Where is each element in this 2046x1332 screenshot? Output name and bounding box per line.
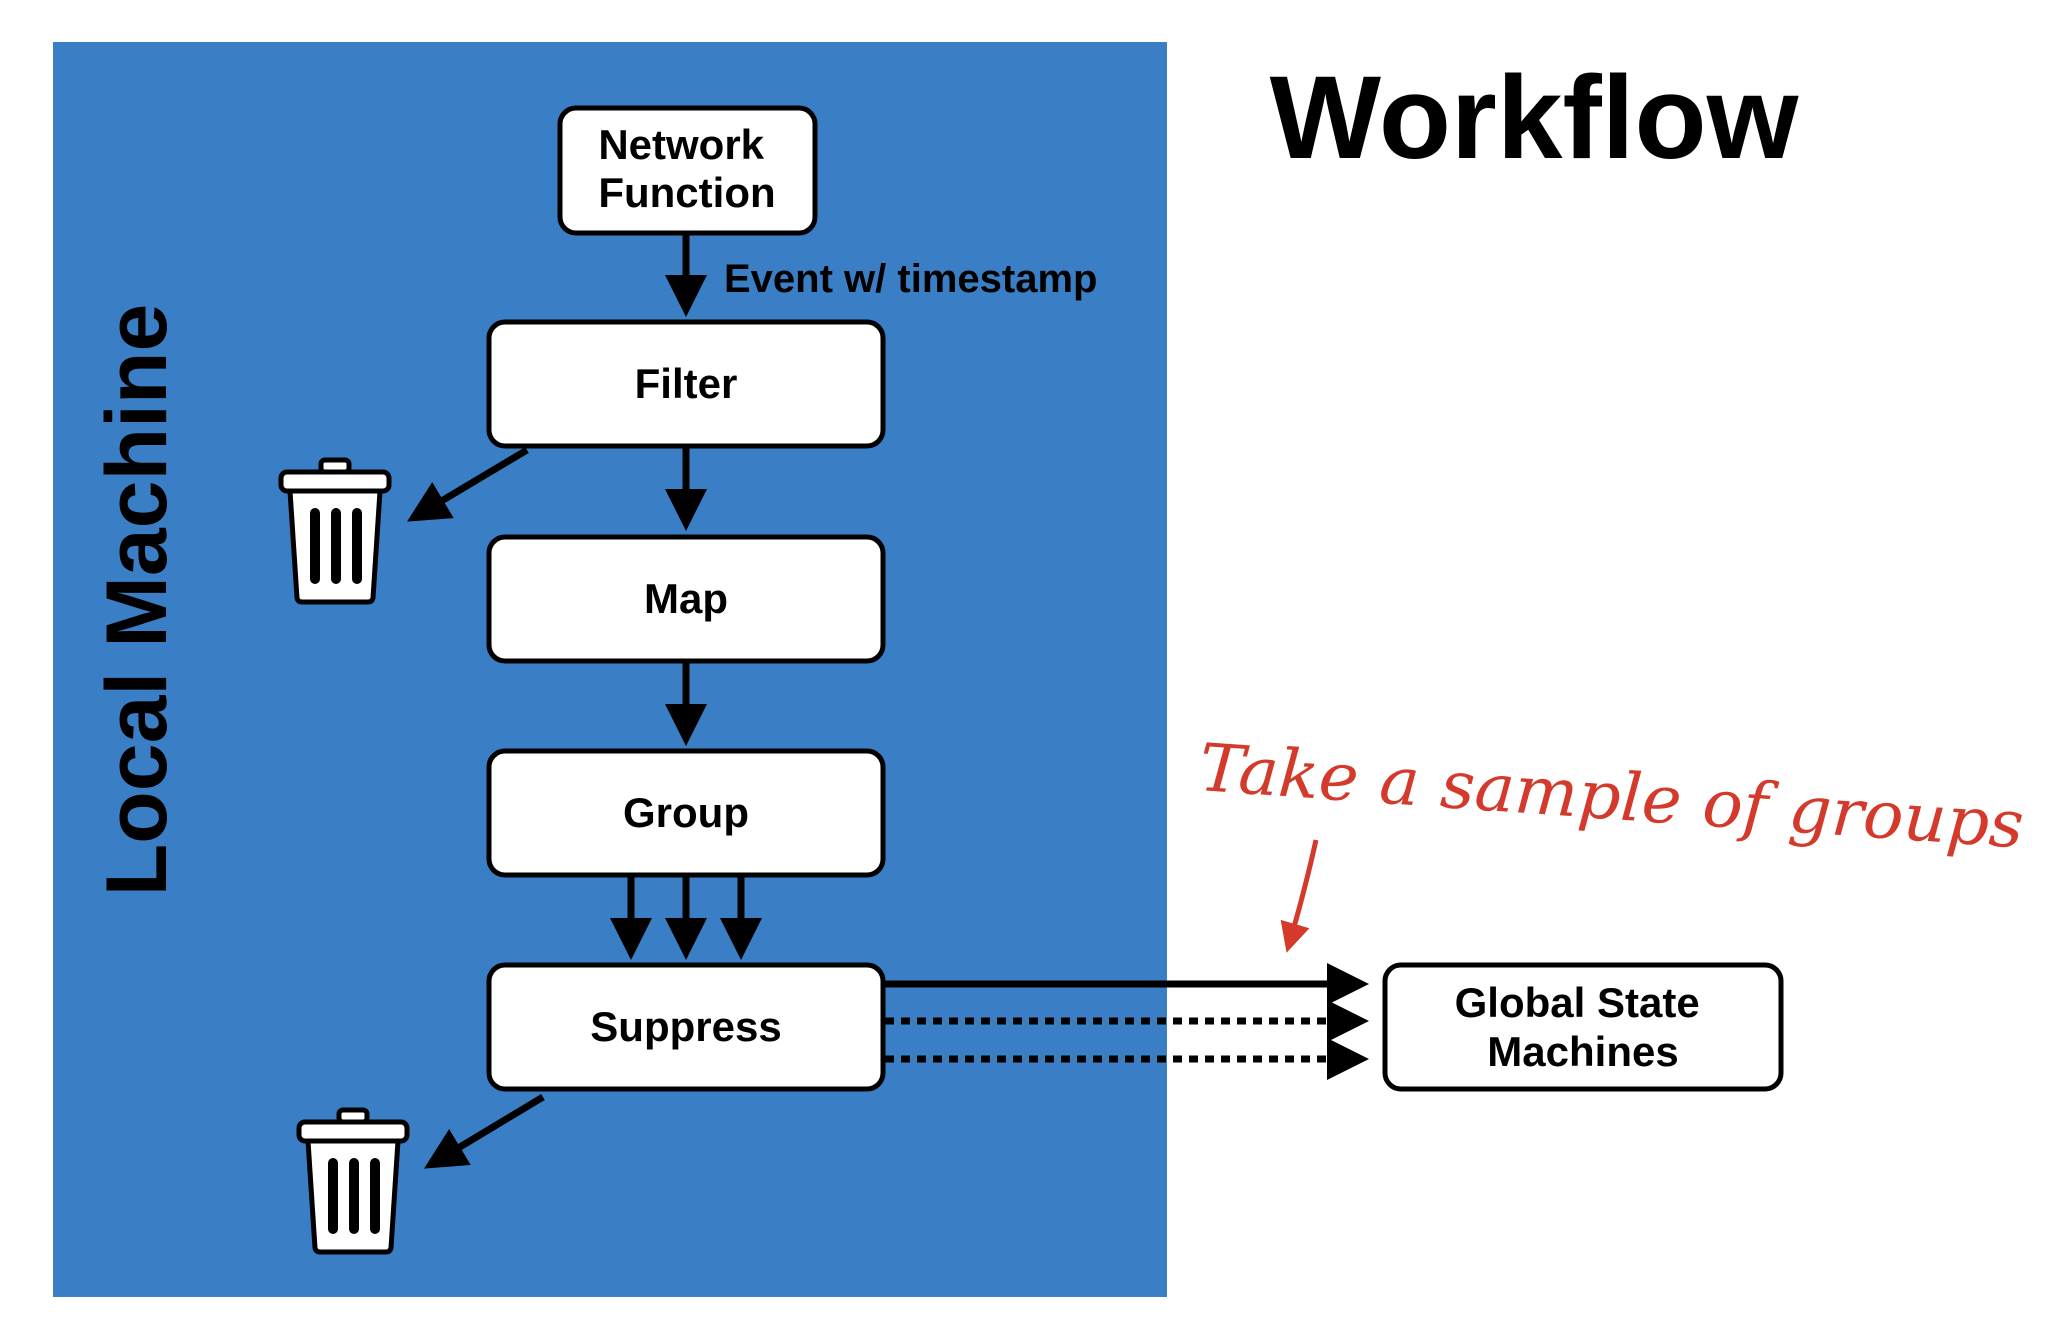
node-group[interactable]: Group <box>486 748 886 878</box>
node-global-state-machines[interactable]: Global State Machines <box>1382 962 1784 1092</box>
arrow-filter-to-trash <box>406 446 529 522</box>
arrow-suppress-to-trash <box>424 1094 545 1169</box>
node-global-state-machines-line-2: Machines <box>1487 1028 1678 1075</box>
annotation-text: Take a sample of groups <box>1197 729 2026 863</box>
node-map-label: Map <box>644 575 728 622</box>
node-suppress-label: Suppress <box>590 1003 781 1050</box>
event-timestamp-label: Event w/ timestamp <box>724 257 1097 301</box>
svg-text:Network Function: Network Function <box>598 121 775 216</box>
node-filter[interactable]: Filter <box>486 319 886 449</box>
node-network-function-line-1: Network <box>598 121 764 168</box>
node-group-label: Group <box>623 789 749 836</box>
trash-can-icon <box>296 1107 410 1255</box>
node-network-function-line-2: Function <box>598 169 775 216</box>
local-machine-label: Local Machine <box>89 304 185 897</box>
svg-text:Global State Machines: Global State Machines <box>1455 979 1712 1075</box>
trash-can-icon <box>278 457 392 605</box>
node-global-state-machines-line-1: Global State <box>1455 979 1700 1026</box>
node-network-function[interactable]: Network Function <box>557 105 818 236</box>
page-title: Workflow <box>1270 52 1800 184</box>
annotation-arrow <box>1280 839 1319 953</box>
node-suppress[interactable]: Suppress <box>486 962 886 1092</box>
node-filter-label: Filter <box>635 360 738 407</box>
node-map[interactable]: Map <box>486 534 886 664</box>
